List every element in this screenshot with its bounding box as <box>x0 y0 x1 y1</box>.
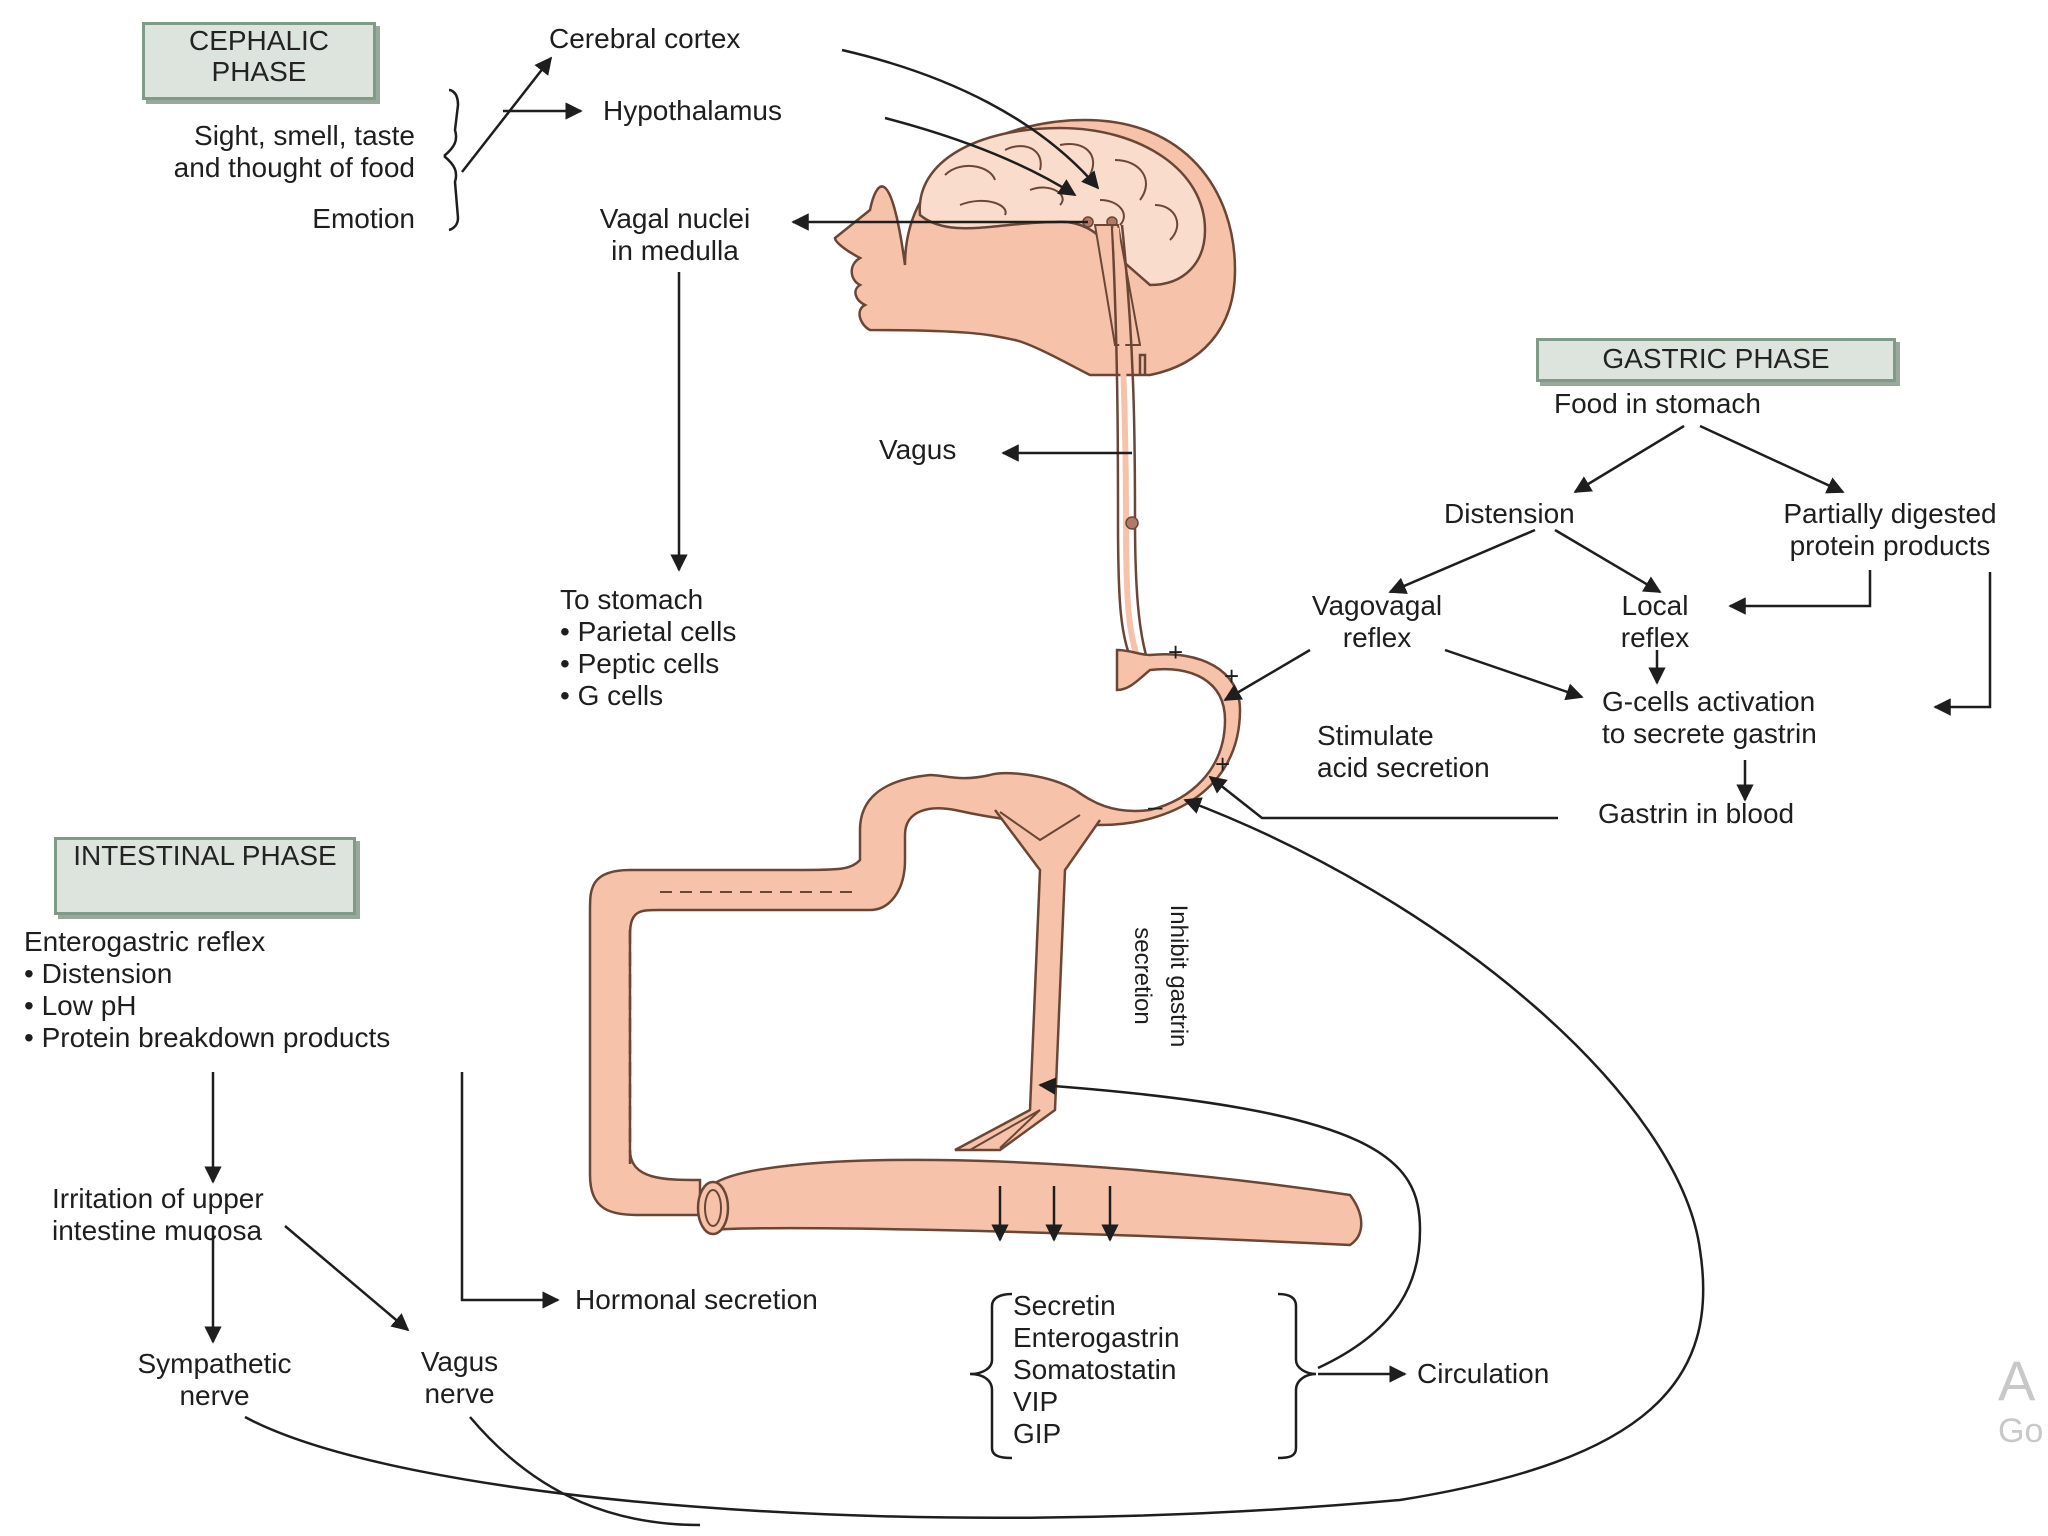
g-cells-label: G-cells activation to secrete gastrin <box>1602 686 1817 749</box>
cephalic-phase-box: CEPHALIC PHASE <box>142 22 376 100</box>
inhibit-gastrin-label: Inhibit gastrin secretion <box>1129 904 1192 1048</box>
intestinal-arrows <box>204 797 1705 1527</box>
vagus-label: Vagus <box>879 434 957 465</box>
intestinal-phase-box: INTESTINAL PHASE <box>54 837 356 915</box>
hormonal-secretion-label: Hormonal secretion <box>575 1284 818 1315</box>
minus-sign: – <box>1148 791 1163 821</box>
food-stimuli-label: Sight, smell, taste and thought of food <box>173 120 415 183</box>
distension-label: Distension <box>1444 498 1575 529</box>
cephalic-arrows <box>443 48 1132 572</box>
partially-digested-label: Partially digested protein products <box>1783 498 1997 561</box>
watermark-letter: A <box>1998 1349 2036 1412</box>
hormone-list: Secretin Enterogastrin Somatostatin VIP … <box>1013 1290 1180 1449</box>
sympathetic-nerve-label: Sympathetic nerve <box>137 1348 292 1411</box>
plus-sign: + <box>1224 661 1240 691</box>
irritation-label: Irritation of upper intestine mucosa <box>52 1183 264 1246</box>
plus-sign: + <box>1215 749 1231 779</box>
vagal-nuclei-label: Vagal nuclei in medulla <box>599 203 751 266</box>
cerebral-cortex-label: Cerebral cortex <box>549 23 741 54</box>
spinal-cord-vagus <box>1093 224 1152 670</box>
emotion-label: Emotion <box>312 203 415 234</box>
to-stomach-list: To stomach • Parietal cells • Peptic cel… <box>560 584 737 711</box>
enterogastric-list: Enterogastric reflex • Distension • Low … <box>24 926 391 1053</box>
plus-sign: + <box>1168 637 1184 667</box>
brain-illustration <box>918 126 1207 287</box>
gastric-phase-box: GASTRIC PHASE <box>1536 338 1896 382</box>
vagovagal-reflex-label: Vagovagal reflex <box>1311 590 1443 653</box>
portal-vessels-illustration <box>954 809 1102 1152</box>
stimulate-acid-label: Stimulate acid secretion <box>1317 720 1490 783</box>
stomach-illustration <box>588 648 1242 1217</box>
food-in-stomach-label: Food in stomach <box>1554 388 1761 419</box>
watermark-text: Go <box>1998 1412 2044 1450</box>
vagus-nerve-label: Vagus nerve <box>420 1346 499 1409</box>
hypothalamus-label: Hypothalamus <box>603 95 782 126</box>
duodenum-illustration <box>696 1158 1363 1247</box>
gastric-arrows <box>1208 424 1992 820</box>
circulation-label: Circulation <box>1417 1358 1550 1389</box>
local-reflex-label: Local reflex <box>1620 590 1690 653</box>
gastrin-in-blood-label: Gastrin in blood <box>1598 798 1795 829</box>
